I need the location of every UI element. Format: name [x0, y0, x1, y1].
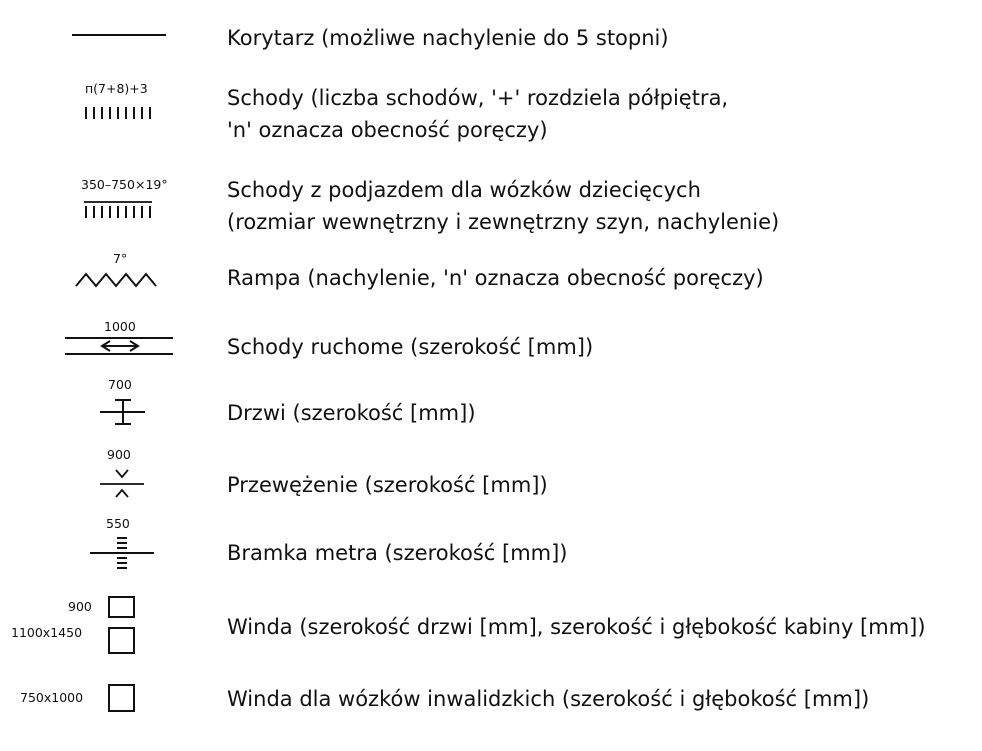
legend-row-narrowing: 900 Przewężenie (szerokość [mm]) — [0, 448, 982, 503]
wheelchair-lift-size-label: 750x1000 — [20, 690, 84, 705]
legend-description: Winda (szerokość drzwi [mm], szerokość i… — [227, 615, 926, 639]
legend-row-corridor: Korytarz (możliwe nachylenie do 5 stopni… — [0, 20, 982, 60]
stairs-symbol-label: п(7+8)+3 — [85, 81, 148, 96]
ramp-symbol-label: 7° — [113, 251, 128, 266]
ramp-zigzag-icon: 7° — [0, 250, 210, 300]
legend-description: Rampa (nachylenie, 'n' oznacza obecność … — [227, 266, 764, 290]
escalator-symbol-label: 1000 — [104, 319, 136, 334]
legend-description: Przewężenie (szerokość [mm]) — [227, 473, 548, 497]
legend-row-wheelchair-lift: 750x1000 Winda dla wózków inwalidzkich (… — [0, 680, 982, 720]
narrowing-icon: 900 — [0, 448, 210, 503]
wheelchair-lift-icon: 750x1000 — [0, 680, 210, 720]
escalator-icon: 1000 — [0, 320, 210, 370]
legend-description: Korytarz (możliwe nachylenie do 5 stopni… — [227, 26, 669, 50]
elevator-cabin-size-label: 1100x1450 — [11, 625, 83, 640]
legend-row-stairs: п(7+8)+3 Schody (liczba schodów, '+' roz… — [0, 80, 982, 150]
stairs-ramp-symbol-label: 350–750×19° — [81, 177, 168, 192]
narrowing-symbol-label: 900 — [107, 447, 131, 462]
door-icon: 700 — [0, 378, 210, 433]
legend-description: Schody ruchome (szerokość [mm]) — [227, 335, 594, 359]
stairs-icon: п(7+8)+3 — [0, 80, 210, 150]
legend-description-line-2: 'n' oznacza obecność poręczy) — [227, 118, 548, 142]
legend-description-line-1: Schody (liczba schodów, '+' rozdziela pó… — [227, 86, 729, 110]
door-symbol-label: 700 — [108, 377, 132, 392]
legend-row-escalator: 1000 Schody ruchome (szerokość [mm]) — [0, 320, 982, 370]
elevator-door-width-label: 900 — [68, 599, 92, 614]
legend-row-elevator: 900 1100x1450 Winda (szerokość drzwi [mm… — [0, 592, 982, 662]
legend-description: Drzwi (szerokość [mm]) — [227, 401, 476, 425]
legend-description-line-1: Schody z podjazdem dla wózków dziecięcyc… — [227, 178, 701, 202]
legend-description-line-2: (rozmiar wewnętrzny i zewnętrzny szyn, n… — [227, 210, 780, 234]
legend-row-ramp: 7° Rampa (nachylenie, 'n' oznacza obecno… — [0, 250, 982, 300]
corridor-line-icon — [0, 20, 210, 60]
legend-row-stairs-with-ramp: 350–750×19° Schody z podjazdem dla wózkó… — [0, 172, 982, 242]
metro-gate-symbol-label: 550 — [106, 516, 130, 531]
metro-gate-icon: 550 — [0, 517, 210, 577]
stairs-with-stroller-ramp-icon: 350–750×19° — [0, 172, 210, 242]
legend-row-door: 700 Drzwi (szerokość [mm]) — [0, 378, 982, 433]
legend-description: Bramka metra (szerokość [mm]) — [227, 541, 568, 565]
legend-description: Winda dla wózków inwalidzkich (szerokość… — [227, 687, 870, 711]
legend-row-metro-gate: 550 Bramka metra (szerokość [mm]) — [0, 517, 982, 577]
elevator-icon: 900 1100x1450 — [0, 592, 210, 662]
